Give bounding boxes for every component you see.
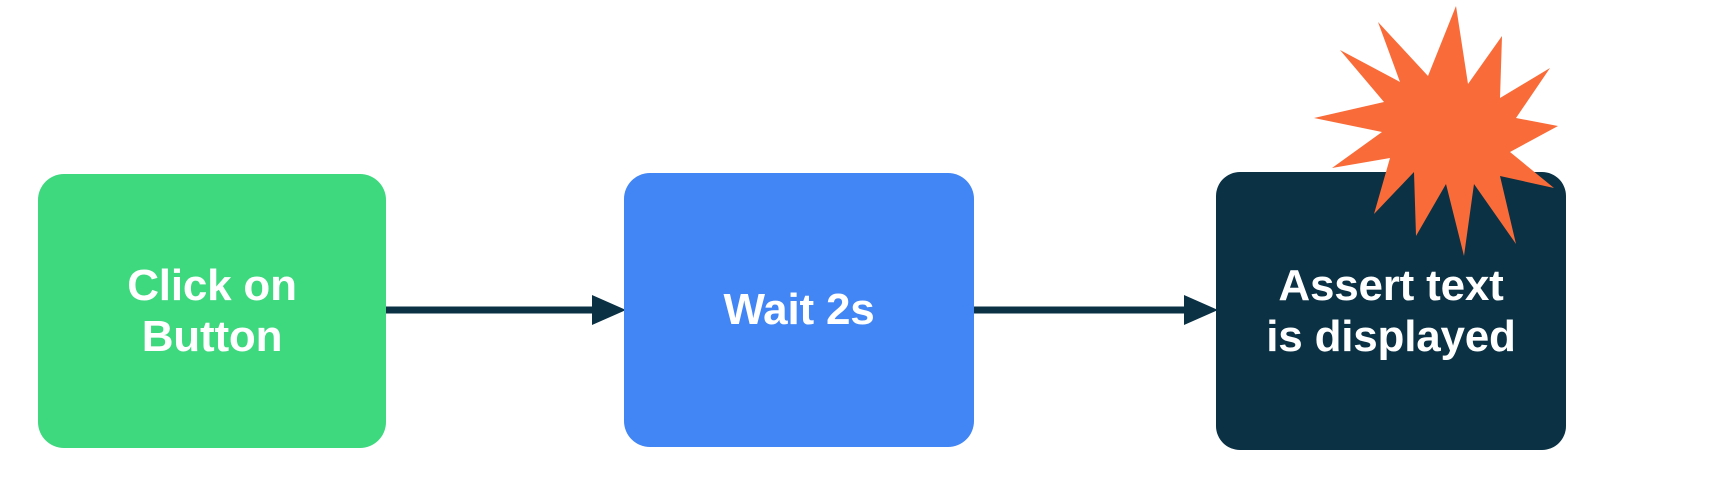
flow-node-assert-text-is-displayed[interactable]: Assert text is displayed xyxy=(1216,172,1566,450)
flow-node-label: Click on Button xyxy=(127,260,297,361)
flow-node-label: Wait 2s xyxy=(723,285,875,335)
flow-node-label: Assert text is displayed xyxy=(1266,260,1516,361)
connector-wait-to-assert xyxy=(974,290,1218,330)
flow-node-click-on-button[interactable]: Click on Button xyxy=(38,174,386,448)
connector-click-to-wait xyxy=(386,290,626,330)
flow-node-wait-2s[interactable]: Wait 2s xyxy=(624,173,974,447)
